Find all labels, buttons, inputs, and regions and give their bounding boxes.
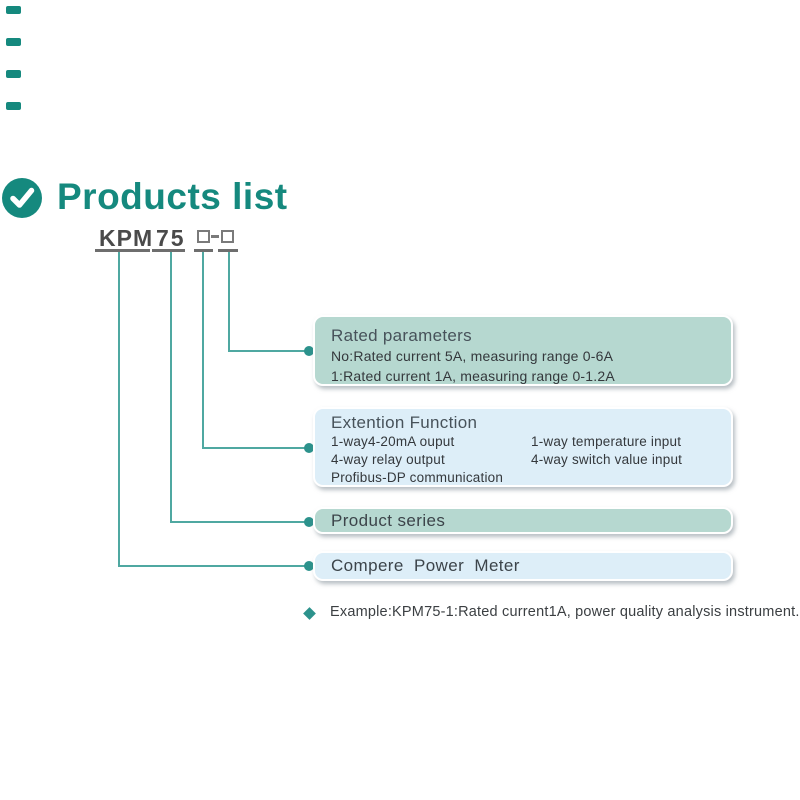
underline-box-2 (218, 249, 238, 252)
box-extension-columns: 1-way4-20mA ouput 4-way relay output Pro… (331, 433, 731, 487)
model-code-series: 75 (156, 225, 186, 251)
box-extension-right-2: 4-way switch value input (531, 452, 683, 467)
box-extension-left-3: Profibus-DP communication (331, 470, 504, 485)
box-rated-line-1: No:Rated current 5A, measuring range 0-6… (331, 348, 614, 364)
box-extension-left-column: 1-way4-20mA ouput 4-way relay output Pro… (331, 433, 531, 487)
corner-dash-icon (6, 102, 21, 110)
box-extension-function: Extention Function 1-way4-20mA ouput 4-w… (313, 407, 733, 487)
connector-dot-extension (304, 443, 314, 453)
example-text: Example:KPM75-1:Rated current1A, power q… (330, 604, 800, 620)
box-extension-left-1: 1-way4-20mA ouput (331, 434, 455, 449)
underline-box-1 (194, 249, 213, 252)
connector-line-vertical-meter (118, 252, 120, 566)
corner-dash-icon (6, 70, 21, 78)
connector-line-vertical-series (170, 252, 172, 522)
box-extension-title: Extention Function (331, 413, 478, 432)
model-placeholder-box-2 (221, 230, 234, 243)
model-code-prefix: KPM (99, 225, 154, 251)
box-extension-right-1: 1-way temperature input (531, 434, 682, 449)
diamond-bullet-icon (303, 607, 316, 620)
connector-line-vertical-rated (228, 252, 230, 351)
connector-dot-series (304, 517, 314, 527)
check-circle-icon (2, 178, 42, 218)
connector-dot-rated (304, 346, 314, 356)
connector-line-horizontal-rated (228, 350, 306, 352)
box-compere-power-meter-title: Compere Power Meter (331, 556, 520, 575)
connector-dot-meter (304, 561, 314, 571)
model-placeholder-box-1 (197, 230, 210, 243)
model-dash-icon (211, 235, 219, 238)
box-product-series: Product series (313, 507, 733, 534)
box-extension-right-column: 1-way temperature input 4-way switch val… (531, 433, 682, 487)
underline-prefix (95, 249, 150, 252)
box-rated-line-2: 1:Rated current 1A, measuring range 0-1.… (331, 368, 615, 384)
corner-dash-icon (6, 38, 21, 46)
box-rated-parameters: Rated parameters No:Rated current 5A, me… (313, 315, 733, 386)
connector-line-vertical-extension (202, 252, 204, 448)
corner-dash-icon (6, 6, 21, 14)
connector-line-horizontal-series (170, 521, 306, 523)
box-product-series-title: Product series (331, 510, 446, 530)
box-extension-left-2: 4-way relay output (331, 452, 445, 467)
page-title: Products list (57, 176, 288, 217)
connector-line-horizontal-meter (118, 565, 306, 567)
underline-series (152, 249, 185, 252)
box-compere-power-meter: Compere Power Meter (313, 551, 733, 581)
box-rated-title: Rated parameters (331, 326, 472, 345)
connector-line-horizontal-extension (202, 447, 306, 449)
